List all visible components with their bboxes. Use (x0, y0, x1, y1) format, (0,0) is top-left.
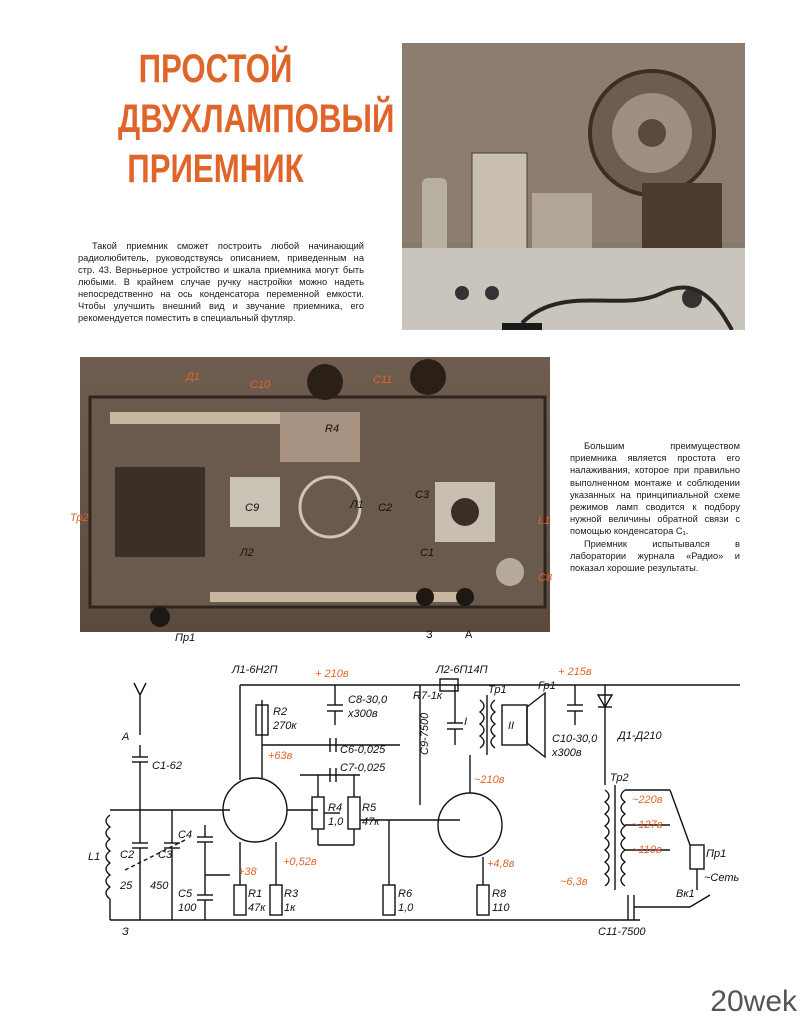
schem-v127: ~127в (632, 819, 663, 831)
schem-r6v: 1,0 (398, 902, 414, 914)
schem-v210a: + 210в (315, 668, 349, 680)
intro-paragraph: Такой приемник сможет построить любой на… (78, 241, 364, 323)
receiver-photo (402, 43, 745, 333)
photo-label-r4: R4 (325, 423, 340, 435)
schem-c3: C3 (158, 849, 173, 861)
schem-r7: R7-1к (413, 690, 443, 702)
schem-v110: ~110в (632, 844, 662, 856)
schem-c8v: х300в (347, 708, 378, 720)
schem-c8: C8-30,0 (348, 694, 388, 706)
schem-v215: + 215в (558, 666, 592, 678)
schem-tr1: Тр1 (488, 684, 507, 696)
photo-label-c3: C3 (415, 489, 430, 501)
schem-r4v: 1,0 (328, 816, 344, 828)
schem-set: ~Сеть (704, 872, 740, 884)
side-text: Большим преимуществом приемника является… (570, 440, 740, 574)
schem-v220: ~220в (632, 794, 663, 806)
photo-label-l1-tube: Л1 (350, 499, 364, 511)
schem-l1: L1 (88, 851, 100, 863)
title-line-1: ПРОСТОЙ (138, 47, 293, 91)
schem-pr1: Пр1 (706, 848, 726, 860)
photo-label-d1: Д1 (186, 371, 200, 383)
schem-r5v: 47к (362, 816, 380, 828)
schem-gr1: Гр1 (538, 680, 556, 692)
schem-r1: R1 (248, 888, 262, 900)
schem-v63b: ~6,3в (560, 876, 588, 888)
photo-label-tr2: Тр2 (70, 512, 89, 524)
schem-c2: C2 (120, 849, 134, 861)
schem-l1-tube: Л1-6Н2П (231, 664, 278, 676)
schem-v48: +4,8в (487, 858, 515, 870)
schem-r2: R2 (273, 706, 287, 718)
schematic-diagram: Л1-6Н2П Л2-6П14П + 210в C8-30,0 х300в R7… (88, 664, 740, 938)
photo-label-c11: C11 (373, 374, 393, 386)
schem-v38: +38 (238, 866, 258, 878)
schem-winding-1: I (464, 716, 467, 728)
schem-c11: C11-7500 (598, 926, 646, 938)
schem-z: З (122, 926, 129, 938)
schem-c9: C9-7500 (419, 712, 431, 755)
photo-label-l1: L1 (538, 515, 551, 527)
schem-c7: C7-0,025 (340, 762, 386, 774)
photo-label-c10: C10 (250, 379, 271, 391)
photo-label-a: А (465, 629, 473, 641)
receiver-photo-drawing (402, 43, 745, 333)
schem-r3: R3 (284, 888, 299, 900)
schem-tr2: Тр2 (610, 772, 629, 784)
schem-c1: C1-62 (152, 760, 182, 772)
schem-v63: +63в (268, 750, 293, 762)
schem-cap-25: 25 (119, 880, 133, 892)
schem-r5: R5 (362, 802, 377, 814)
schem-r2v: 270к (272, 720, 297, 732)
side-paragraph-2: Приемник испытывался в лаборатории журна… (570, 538, 740, 574)
schem-r8v: 110 (492, 902, 510, 914)
schem-winding-2: II (508, 720, 514, 732)
photo-label-l2: Л2 (240, 547, 254, 559)
schem-r3v: 1к (284, 902, 296, 914)
schem-c6: C6-0,025 (340, 744, 386, 756)
schem-v210b: ~210в (474, 774, 505, 786)
schem-d1: Д1-Д210 (616, 730, 663, 742)
watermark: 20wek (710, 985, 797, 1018)
schem-r6: R6 (398, 888, 413, 900)
schem-r4: R4 (328, 802, 342, 814)
schem-l2-tube: Л2-6П14П (435, 664, 488, 676)
schem-c4: C4 (178, 829, 192, 841)
schem-c5v: 100 (178, 902, 197, 914)
chassis-photo-drawing (88, 359, 547, 627)
title-line-3: ПРИЕМНИК (127, 147, 304, 191)
title-line-2: ДВУХЛАМПОВЫЙ (118, 97, 395, 141)
schem-v052: +0,52в (283, 856, 317, 868)
photo-label-c2: C2 (378, 502, 393, 514)
photo-label-pr1: Пр1 (175, 632, 196, 644)
schem-c10: C10-30,0 (552, 733, 598, 745)
chassis-photo: Д1 C10 C11 R4 C9 Л1 C3 C2 L1 Тр2 Л2 C1 C… (70, 357, 553, 644)
schem-r1v: 47к (248, 902, 266, 914)
side-paragraph-1: Большим преимуществом приемника является… (570, 441, 740, 537)
photo-label-z: З (426, 629, 433, 641)
schem-c5: C5 (178, 888, 193, 900)
article-title: ПРОСТОЙ ДВУХЛАМПОВЫЙ ПРИЕМНИК (118, 44, 395, 194)
schem-a: А (121, 731, 129, 743)
photo-label-c1: C1 (420, 547, 435, 559)
schem-r8: R8 (492, 888, 507, 900)
photo-label-c8: C8 (538, 572, 553, 584)
schem-vk1: Вк1 (676, 888, 695, 900)
schem-c10v: х300в (551, 747, 582, 759)
photo-label-c9: C9 (245, 502, 260, 514)
schem-cap-450: 450 (150, 880, 169, 892)
